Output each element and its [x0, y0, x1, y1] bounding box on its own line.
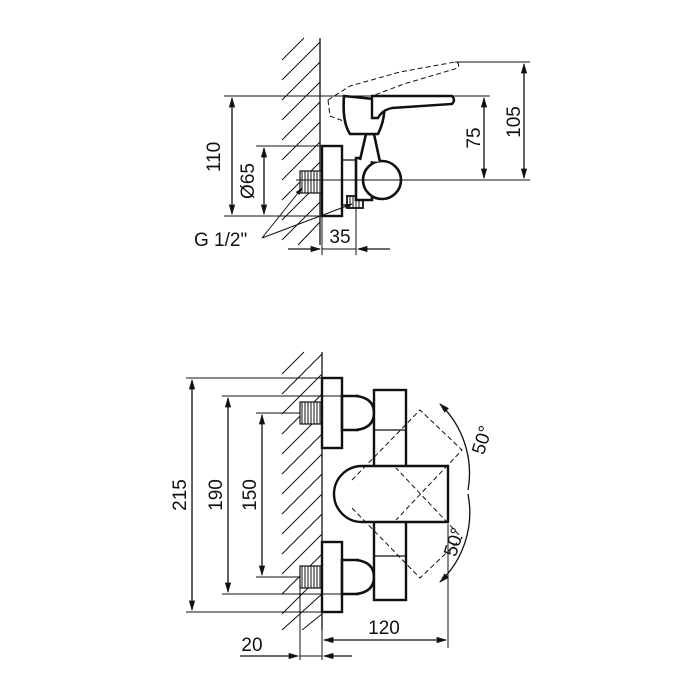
side-lever: [370, 94, 456, 120]
front-lower-pipe: [299, 565, 323, 589]
side-lever-raised: [327, 61, 460, 101]
dim-150-label: 150: [240, 479, 261, 511]
angle-lower-label: 50°: [440, 525, 469, 559]
dim-20-label: 20: [241, 635, 262, 656]
dim-75-label: 75: [464, 127, 485, 148]
dim-110-label: 110: [204, 142, 225, 172]
front-upper-pipe: [299, 401, 323, 425]
thread-size-label: G 1/2": [194, 230, 247, 251]
front-upper-escutcheon: [320, 376, 344, 450]
front-lower-escutcheon: [320, 540, 344, 614]
front-lever-rotated-down: [351, 467, 463, 579]
side-threaded-pipe: [299, 170, 323, 194]
dim-35-label: 35: [329, 227, 350, 248]
dim-190-label: 190: [206, 479, 227, 511]
dim-215-label: 215: [170, 479, 191, 511]
front-lever-rotated-up: [351, 409, 463, 521]
front-lever: [332, 464, 450, 524]
dim-120-label: 120: [368, 618, 400, 639]
side-view: 110 Ø65 75 105 35 G 1/2": [194, 37, 530, 255]
side-wall-hatch: [281, 37, 321, 246]
dim-105-label: 105: [504, 106, 525, 138]
dim-diameter-65-label: Ø65: [238, 163, 259, 199]
angle-upper-label: 50°: [468, 423, 497, 457]
front-view: 50° 50° 215 190 150 20 120: [170, 351, 497, 660]
side-escutcheon: [320, 144, 344, 218]
